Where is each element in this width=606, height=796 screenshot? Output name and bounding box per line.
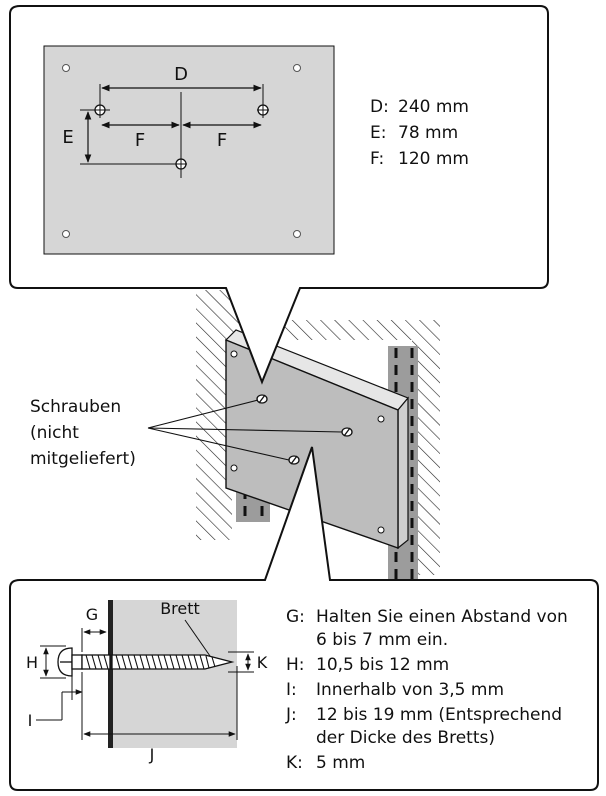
wall-hatching-right — [280, 320, 440, 575]
spec-j-key: J: — [285, 705, 297, 725]
plate-corner-screw — [293, 230, 301, 238]
spec-d-key: D: — [370, 97, 389, 117]
spec-k-line-1: 5 mm — [316, 753, 365, 773]
spec-h-key: H: — [286, 655, 305, 675]
plate-corner-screw — [62, 230, 70, 238]
board-surface — [108, 600, 113, 748]
mounting-screw — [256, 394, 268, 404]
screw-leader-line — [147, 427, 290, 461]
screw-profile — [57, 647, 235, 677]
board-screw-hole — [377, 415, 385, 423]
board-side-face — [397, 396, 409, 550]
board-screw-hole — [230, 464, 238, 472]
screw-leader-line — [147, 427, 343, 433]
label-j: J — [149, 745, 155, 764]
board-screw-hole — [377, 526, 385, 534]
plate-corner-screw — [293, 64, 301, 72]
spec-k-key: K: — [286, 753, 303, 773]
spec-j-line-1: 12 bis 19 mm (Entsprechend — [316, 705, 562, 725]
label-h: H — [26, 653, 38, 672]
board-leader — [184, 619, 211, 657]
spec-e-key: E: — [370, 123, 386, 143]
bottom-callout: Brett G — [9, 446, 599, 791]
spec-d-value: 240 mm — [398, 97, 469, 117]
wall-mount-illustration: Schrauben (nicht mitgeliefert) — [30, 290, 440, 584]
spec-f-key: F: — [370, 149, 384, 169]
mounting-screw — [341, 427, 353, 437]
screws-label: Schrauben (nicht mitgeliefert) — [30, 397, 136, 469]
board-screw-hole — [230, 350, 238, 358]
spec-j-line-2: der Dicke des Bretts) — [316, 728, 495, 748]
board-section — [110, 600, 237, 748]
board-label: Brett — [160, 599, 200, 618]
spec-g-line-2: 6 bis 7 mm ein. — [316, 630, 448, 650]
back-plate — [43, 45, 335, 255]
plate-corner-screw — [62, 64, 70, 72]
label-i: I — [28, 711, 33, 730]
mounting-screw — [288, 455, 300, 465]
label-f-left: F — [135, 130, 145, 151]
spec-g-line-1: Halten Sie einen Abstand von — [316, 607, 568, 627]
label-k: K — [257, 653, 268, 672]
board-front-face — [225, 338, 399, 549]
label-f-right: F — [217, 130, 227, 151]
spec-f-value: 120 mm — [398, 149, 469, 169]
top-callout: D F F E D: 240 mm E: 78 mm F: 120 mm — [9, 5, 549, 385]
spec-e-value: 78 mm — [398, 123, 458, 143]
label-d: D — [174, 64, 188, 85]
top-specs: D: 240 mm E: 78 mm F: 120 mm — [370, 97, 469, 169]
screw-leader-line — [147, 399, 259, 429]
spec-g-key: G: — [286, 607, 305, 627]
wall-hatching-left — [196, 290, 280, 540]
spec-i-key: I: — [286, 680, 297, 700]
label-e: E — [62, 127, 73, 148]
spec-h-line-1: 10,5 bis 12 mm — [316, 655, 449, 675]
bottom-specs: G: Halten Sie einen Abstand von 6 bis 7 … — [285, 607, 568, 773]
spec-i-line-1: Innerhalb von 3,5 mm — [316, 680, 504, 700]
label-g: G — [86, 605, 98, 624]
